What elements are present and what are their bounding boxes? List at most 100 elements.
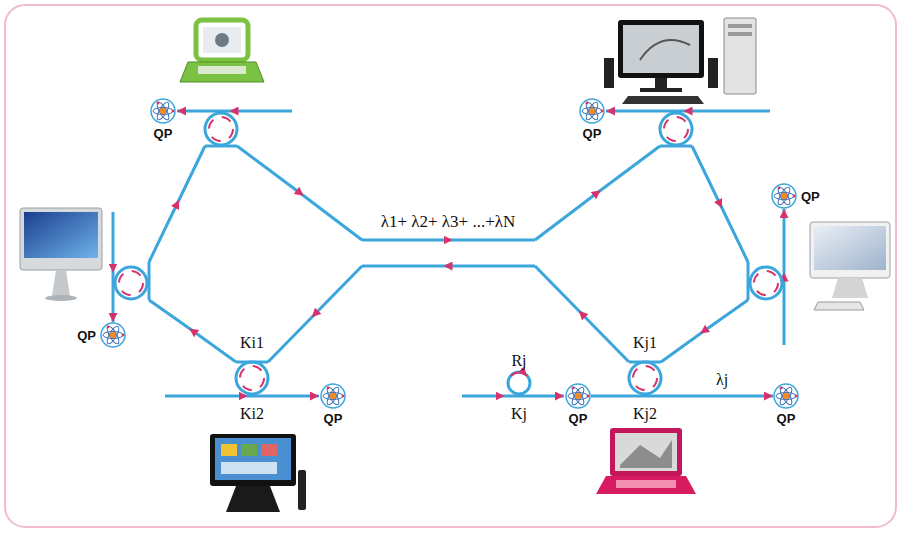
vaio-all-in-one xyxy=(814,226,886,270)
quantum-processor: QP xyxy=(150,98,176,124)
touchscreen-computer xyxy=(210,434,306,512)
qp-atom-part xyxy=(776,393,796,400)
micro-ring xyxy=(236,362,268,394)
add-drop-line xyxy=(112,212,115,322)
fiber-loop xyxy=(362,265,535,268)
qp-atom-part xyxy=(105,325,121,346)
qp-atom-part xyxy=(774,384,798,408)
qp-atom-part xyxy=(781,193,787,199)
fiber-loop xyxy=(237,146,362,240)
coupling-label: Kj xyxy=(511,405,527,423)
qp-atom-part xyxy=(342,395,345,398)
qp-atom-part xyxy=(105,325,121,346)
qp-atom-part xyxy=(323,393,343,400)
add-drop-line xyxy=(113,111,784,396)
qp-atom-part xyxy=(103,332,123,339)
add-drop-line xyxy=(177,110,292,113)
qp-atom-part xyxy=(778,386,794,407)
touchscreen-computer xyxy=(226,486,280,512)
qp-atom-part xyxy=(778,386,794,407)
micro-ring xyxy=(750,267,782,299)
imac-computer xyxy=(20,208,102,301)
quantum-processor: QP xyxy=(320,383,346,409)
coupling-label: Rj xyxy=(511,352,526,370)
qp-atom-part xyxy=(110,332,116,338)
green-laptop xyxy=(198,66,246,74)
green-laptop xyxy=(180,20,264,82)
touchscreen-computer xyxy=(221,462,277,474)
qp-atom-part xyxy=(793,195,796,198)
desktop-computer xyxy=(640,40,690,60)
micro-ring xyxy=(119,271,143,295)
micro-ring xyxy=(205,113,237,145)
coupling-label: Kj1 xyxy=(633,334,657,352)
touchscreen-computer xyxy=(261,444,277,456)
qp-atom-part xyxy=(776,186,792,207)
add-drop-line xyxy=(165,395,319,398)
pink-laptop xyxy=(620,440,672,468)
pink-laptop xyxy=(596,476,696,494)
micro-ring xyxy=(511,373,527,376)
fiber-loop xyxy=(268,266,362,362)
node-label: QP xyxy=(583,127,602,140)
qp-atom-part xyxy=(566,384,590,408)
touchscreen-computer xyxy=(215,438,291,480)
qp-atom-part xyxy=(151,99,175,123)
qp-atom-part xyxy=(107,326,110,329)
quantum-processor: QP xyxy=(773,383,799,409)
qp-atom-part xyxy=(157,102,160,105)
micro-ring xyxy=(660,113,692,145)
desktop-computer xyxy=(618,20,704,78)
micro-ring xyxy=(508,372,530,394)
micro-ring xyxy=(629,362,661,394)
qp-atom-part xyxy=(582,108,602,115)
qp-atom-part xyxy=(568,393,588,400)
imac-computer xyxy=(24,212,98,258)
desktop-computer xyxy=(604,58,614,88)
qp-atom-part xyxy=(155,101,171,122)
quantum-processor: QP xyxy=(579,98,605,124)
node-label: QP xyxy=(801,190,820,203)
touchscreen-computer xyxy=(241,444,257,456)
vaio-all-in-one xyxy=(810,222,890,278)
pink-laptop xyxy=(615,433,677,471)
desktop-computer xyxy=(623,25,699,73)
imac-computer xyxy=(20,208,102,270)
qp-atom-part xyxy=(321,384,345,408)
qp-atom-part xyxy=(172,110,175,113)
qp-atom-part xyxy=(101,323,125,347)
qp-atom-part xyxy=(589,108,595,114)
desktop-computer xyxy=(728,32,752,36)
green-laptop xyxy=(215,33,229,47)
qp-atom-part xyxy=(601,110,604,113)
qp-atom-icon xyxy=(773,383,799,409)
qp-atom-icon xyxy=(320,383,346,409)
qp-atom-part xyxy=(325,386,341,407)
qp-atom-part xyxy=(327,387,330,390)
qp-atom-icon xyxy=(771,183,797,209)
qp-atom-part xyxy=(774,193,794,200)
add-drop-line xyxy=(462,395,564,398)
desktop-computer xyxy=(622,96,704,104)
vaio-all-in-one xyxy=(832,278,868,298)
add-drop-line xyxy=(783,209,786,345)
touchscreen-computer xyxy=(210,434,296,486)
qp-atom-part xyxy=(778,187,781,190)
node-label: QP xyxy=(777,412,796,425)
qp-atom-part xyxy=(575,393,581,399)
desktop-computer xyxy=(640,88,682,92)
qp-atom-part xyxy=(587,395,590,398)
qp-atom-part xyxy=(155,101,171,122)
node-label: QP xyxy=(569,412,588,425)
qp-atom-part xyxy=(122,334,125,337)
fiber-loop xyxy=(535,266,629,362)
qp-atom-icon xyxy=(579,98,605,124)
pink-laptop xyxy=(616,480,676,488)
coupling-label: Ki1 xyxy=(240,334,264,352)
qp-atom-part xyxy=(330,393,336,399)
vaio-all-in-one xyxy=(814,302,864,310)
touchscreen-computer xyxy=(221,444,237,456)
micro-ring xyxy=(240,366,264,390)
